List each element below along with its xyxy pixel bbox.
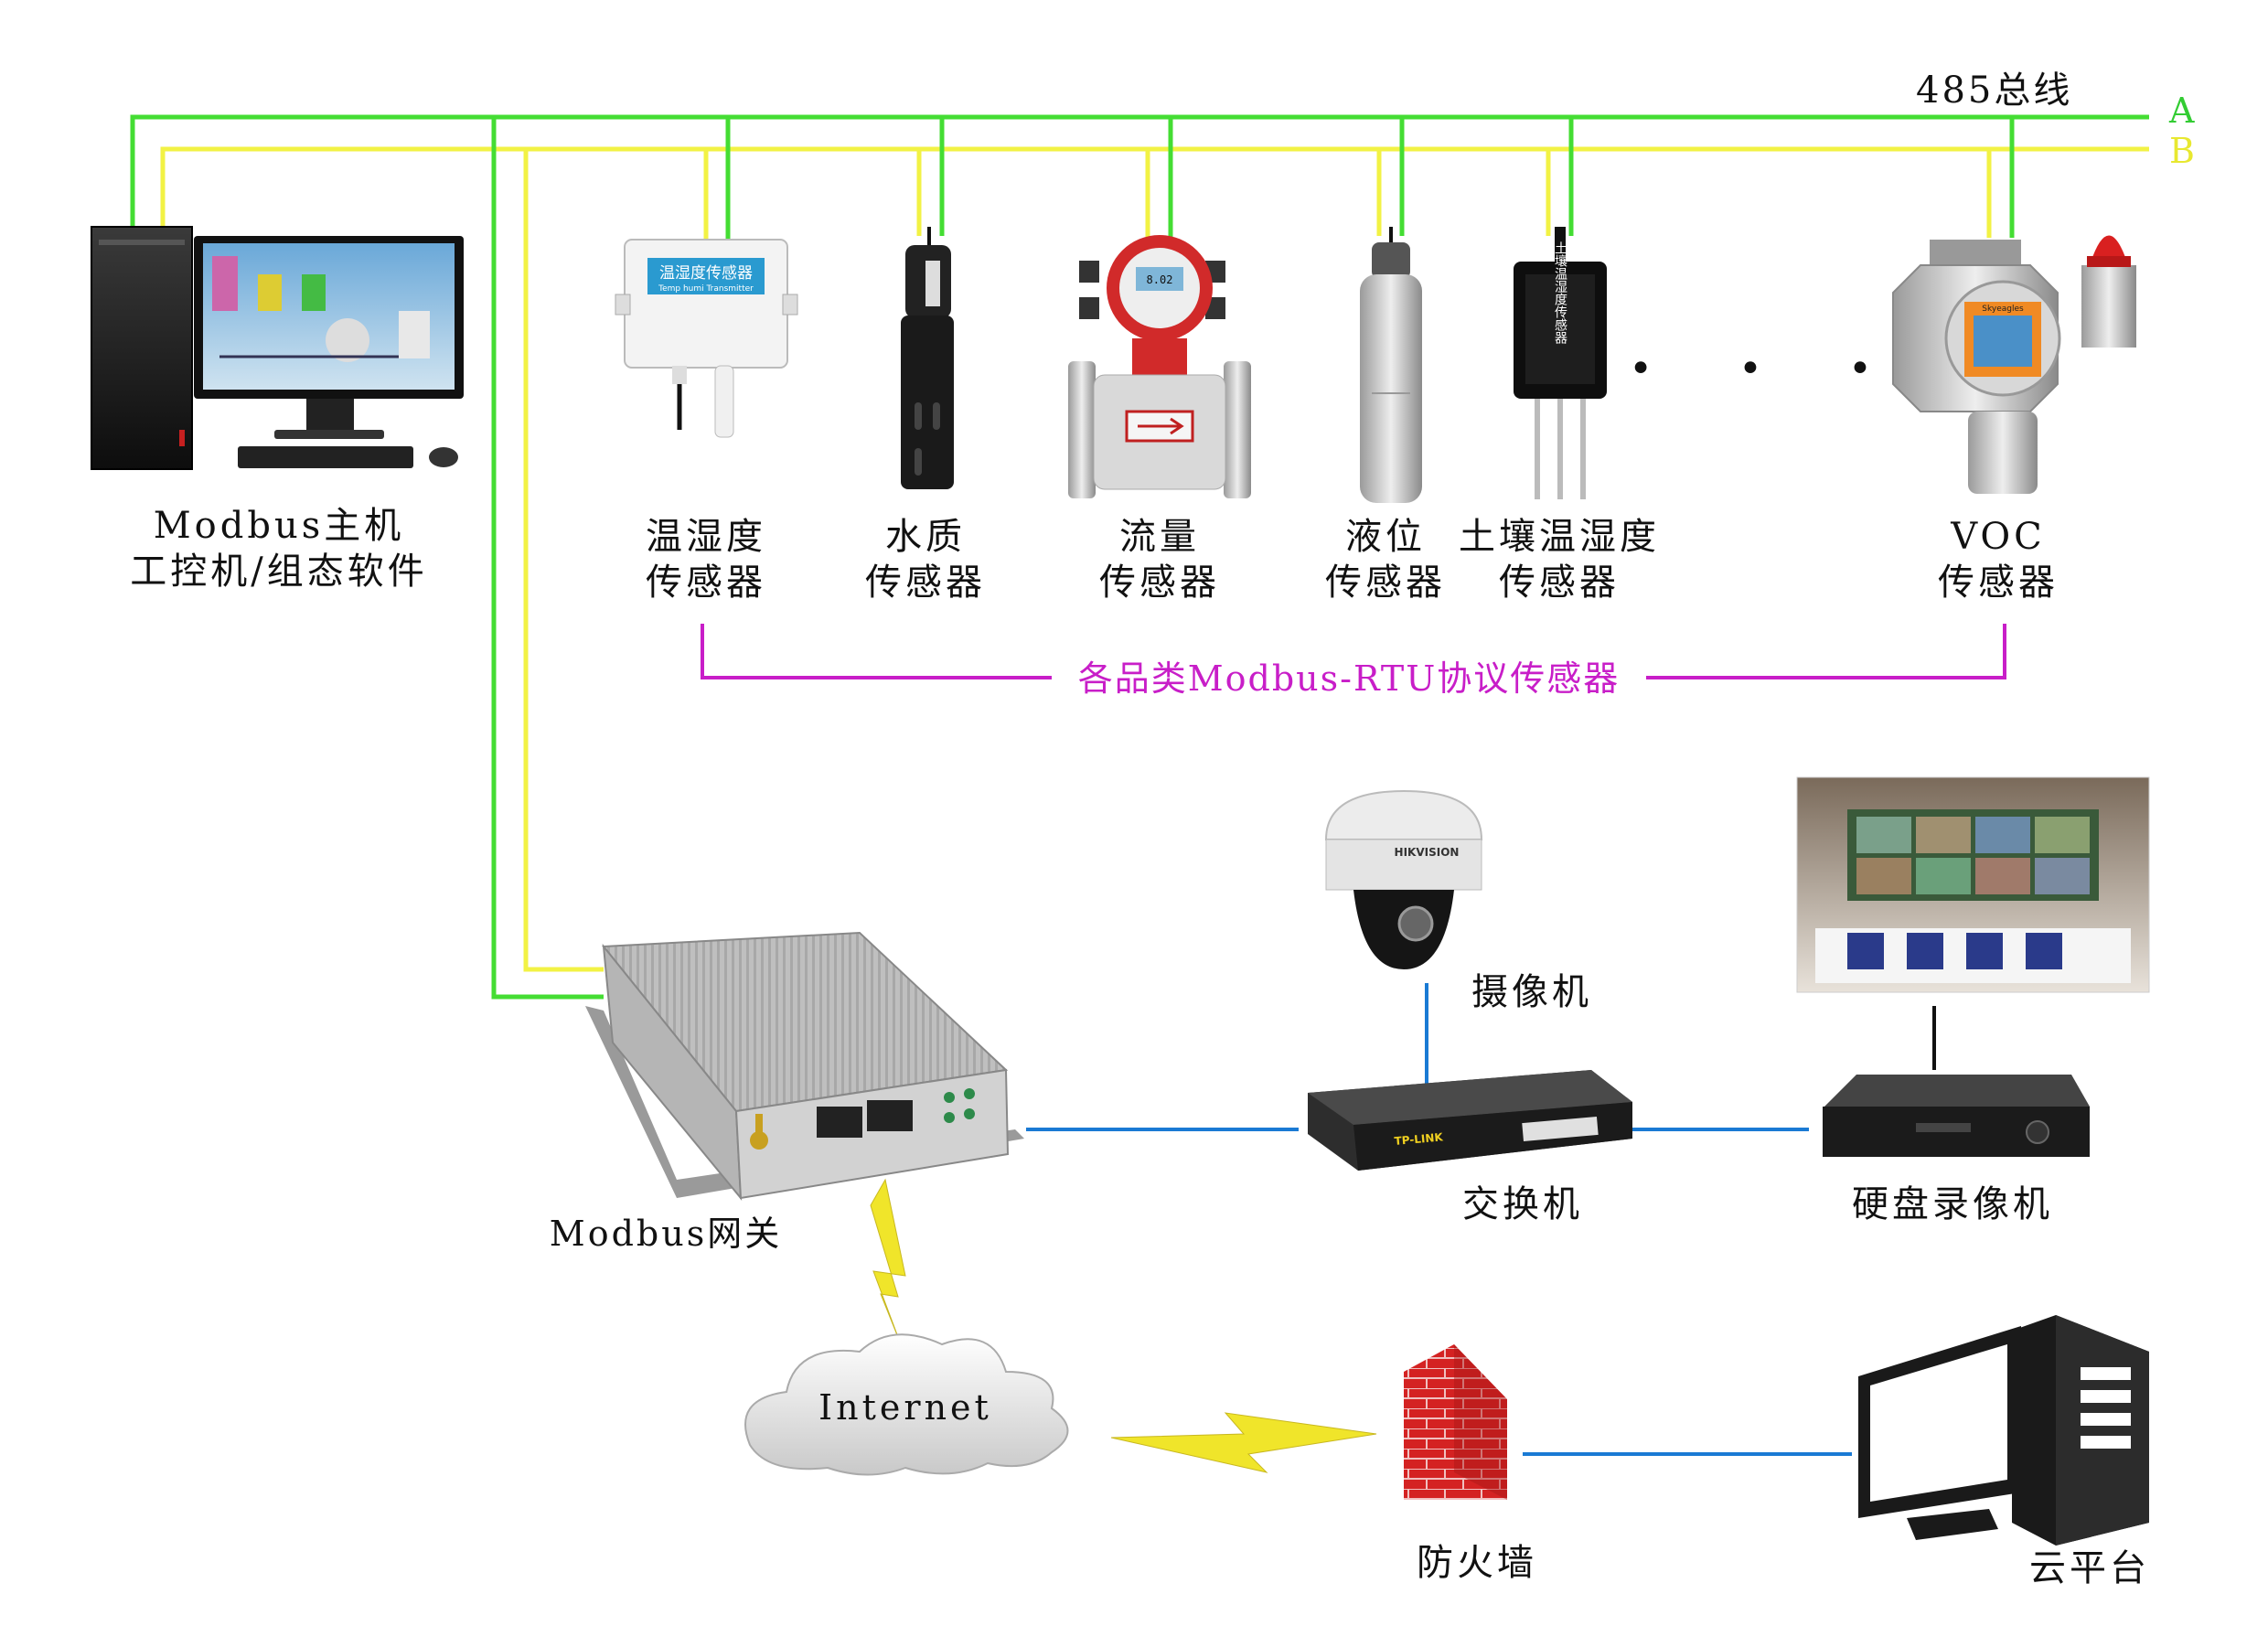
- mouse: [429, 447, 458, 467]
- sensor-label-level-1: 液位: [1345, 516, 1426, 558]
- sensor-label-wq-1: 水质: [885, 516, 966, 558]
- bus-a-to-gateway: [491, 117, 604, 1000]
- sensor-group-caption: 各品类Modbus-RTU协议传感器: [1078, 658, 1621, 699]
- soil-device-text: 土壤温湿度传感器: [1553, 241, 1567, 344]
- sensor-label-voc-1: VOC: [1950, 516, 2046, 558]
- cloud-platform-computer: [1858, 1315, 2149, 1546]
- internet-cloud: [744, 1333, 1069, 1476]
- voc-brand: Skyeagles: [1982, 305, 2024, 314]
- level-sensor: [1360, 227, 1422, 503]
- host-label-line2: 工控机/组态软件: [130, 551, 427, 593]
- keyboard: [238, 446, 413, 468]
- sensor-label-soil-2: 传感器: [1499, 562, 1620, 604]
- sensor-group-bracket: [701, 624, 2006, 679]
- switch-label: 交换机: [1462, 1183, 1583, 1225]
- water-quality-sensor: [901, 227, 954, 489]
- host-computer: [91, 226, 464, 470]
- nvr-recorder: [1823, 1075, 2090, 1157]
- monitoring-room-photo: [1796, 776, 2150, 993]
- flow-display: 8.02: [1147, 273, 1173, 286]
- bus-line-a: [130, 114, 2149, 227]
- sensor-label-wq-2: 传感器: [865, 562, 986, 604]
- bus-letter-a: A: [2168, 91, 2195, 131]
- soil-sensor: 土壤温湿度传感器: [1514, 227, 1607, 499]
- sensor-label-th-2: 传感器: [646, 562, 766, 604]
- bus-line-b: [160, 146, 2149, 227]
- sensor-label-voc-2: 传感器: [1938, 562, 2059, 604]
- camera-brand: HIKVISION: [1395, 846, 1460, 859]
- switch-brand: TP-LINK: [1394, 1130, 1444, 1148]
- bus-b-to-gateway: [523, 149, 604, 972]
- temp-humidity-sensor: 温湿度传感器 Temp humi Transmitter: [615, 239, 798, 438]
- lightning-internet-firewall: [1110, 1412, 1377, 1473]
- th-device-subtext: Temp humi Transmitter: [658, 284, 754, 294]
- sensor-label-flow-2: 传感器: [1099, 562, 1220, 604]
- network-switch: TP-LINK: [1308, 1070, 1632, 1171]
- ethernet-links: [1026, 983, 1936, 1456]
- nvr-label: 硬盘录像机: [1852, 1183, 2053, 1225]
- lightning-gateway-internet: [870, 1178, 906, 1345]
- bus-title: 485总线: [1916, 70, 2072, 112]
- firewall-icon: [1404, 1344, 1507, 1500]
- firewall-label: 防火墙: [1417, 1542, 1537, 1584]
- internet-label: Internet: [818, 1387, 992, 1428]
- sensor-label-soil-1: 土壤温湿度: [1459, 516, 1660, 558]
- flow-meter: 8.02: [1068, 235, 1251, 498]
- dome-camera: HIKVISION: [1324, 789, 1483, 969]
- camera-label: 摄像机: [1471, 971, 1592, 1013]
- gateway-label: Modbus网关: [550, 1214, 782, 1254]
- sensor-label-level-2: 传感器: [1325, 562, 1446, 604]
- voc-sensor: Skyeagles: [1892, 235, 2136, 494]
- sensor-label-flow-1: 流量: [1119, 516, 1200, 558]
- bus-letter-b: B: [2169, 131, 2195, 171]
- th-device-text: 温湿度传感器: [659, 264, 753, 283]
- more-sensors-ellipsis: • • •: [1629, 346, 1909, 392]
- cloud-platform-label: 云平台: [2029, 1547, 2150, 1589]
- sensor-label-th-1: 温湿度: [646, 516, 766, 558]
- sensor-labels: 温湿度 传感器 水质 传感器 流量 传感器 液位 传感器 土壤温湿度 传感器 V…: [646, 516, 2059, 604]
- host-label-line1: Modbus主机: [154, 505, 405, 547]
- bus-wiring: [130, 114, 2149, 1000]
- modbus-gateway: [585, 931, 1024, 1201]
